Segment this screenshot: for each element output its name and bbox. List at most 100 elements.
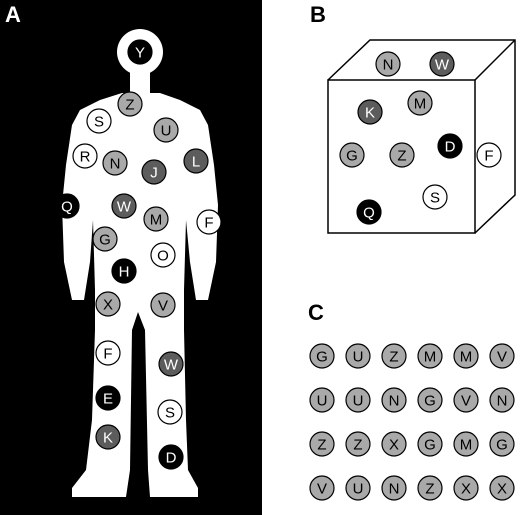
letter-circle <box>117 91 143 117</box>
grid-letter-z: Z <box>417 475 443 501</box>
letter-text: V <box>497 349 507 366</box>
body-letter-v: V <box>150 292 176 318</box>
grid-letter-g: G <box>309 343 335 369</box>
letter-circle <box>72 143 98 169</box>
letter-circle <box>417 475 443 501</box>
letter-text: V <box>317 481 327 498</box>
body-letter-y: Y <box>127 39 153 65</box>
letter-circle <box>489 343 515 369</box>
letter-circle <box>453 475 479 501</box>
letter-circle <box>345 343 371 369</box>
letter-text: N <box>497 393 508 410</box>
grid-letter-g: G <box>417 431 443 457</box>
letter-circle <box>437 133 463 159</box>
grid-letter-n: N <box>489 387 515 413</box>
letter-text: X <box>461 481 471 498</box>
letter-circle <box>111 258 137 284</box>
letter-circle <box>95 340 121 366</box>
body-letter-l: L <box>183 148 209 174</box>
cube-letter-g: G <box>339 142 365 168</box>
grid-letter-u: U <box>345 387 371 413</box>
letter-text: Z <box>353 437 362 454</box>
letter-text: Z <box>389 349 398 366</box>
letter-text: M <box>150 212 163 229</box>
cube-outline <box>327 39 516 234</box>
letter-text: G <box>316 349 328 366</box>
letter-circle <box>453 431 479 457</box>
letter-circle <box>309 343 335 369</box>
letter-circle <box>86 108 112 134</box>
letter-text: G <box>424 393 436 410</box>
body-letter-m: M <box>143 206 169 232</box>
letter-text: R <box>80 149 91 166</box>
body-letter-n: N <box>102 150 128 176</box>
body-letter-s: S <box>86 108 112 134</box>
body-letter-s: S <box>157 399 183 425</box>
letter-circle <box>54 193 80 219</box>
cube-letter-d: D <box>437 133 463 159</box>
letter-circle <box>153 117 179 143</box>
letter-circle <box>196 209 222 235</box>
letter-circle <box>158 351 184 377</box>
grid-letter-x: X <box>489 475 515 501</box>
panel-label-c: C <box>308 300 324 325</box>
letter-text: L <box>192 154 200 171</box>
letter-circle <box>417 387 443 413</box>
body-letter-h: H <box>111 258 137 284</box>
grid-letter-z: Z <box>381 343 407 369</box>
letter-circle <box>356 199 382 225</box>
letter-circle <box>381 343 407 369</box>
letter-text: N <box>383 57 394 74</box>
body-letter-x: X <box>95 291 121 317</box>
cube-letter-s: S <box>422 184 448 210</box>
letter-text: Z <box>425 481 434 498</box>
body-letter-f: F <box>196 209 222 235</box>
letter-text: S <box>430 190 440 207</box>
panel-label-a: A <box>5 2 21 27</box>
letter-circle <box>381 431 407 457</box>
body-letter-w: W <box>158 351 184 377</box>
letter-text: D <box>166 450 177 467</box>
letter-text: Q <box>363 205 375 222</box>
grid-letter-g: G <box>489 431 515 457</box>
letter-circle <box>92 226 118 252</box>
letter-circle <box>127 39 153 65</box>
grid-letter-x: X <box>381 431 407 457</box>
letter-text: V <box>158 298 168 315</box>
grid-letter-u: U <box>345 343 371 369</box>
letter-text: U <box>161 123 172 140</box>
grid-letter-x: X <box>453 475 479 501</box>
letter-text: S <box>94 114 104 131</box>
letter-circle <box>381 475 407 501</box>
letter-text: U <box>353 349 364 366</box>
letter-circle <box>381 387 407 413</box>
letter-text: Z <box>125 97 134 114</box>
letter-circle <box>158 444 184 470</box>
letter-text: O <box>157 248 169 265</box>
letter-text: N <box>389 393 400 410</box>
letter-text: M <box>460 437 473 454</box>
body-letter-d: D <box>158 444 184 470</box>
letter-text: E <box>103 391 113 408</box>
letter-circle <box>489 475 515 501</box>
letter-circle <box>453 343 479 369</box>
letter-text: F <box>484 148 493 165</box>
cube-letter-m: M <box>407 90 433 116</box>
body-letter-u: U <box>153 117 179 143</box>
letter-circle <box>157 399 183 425</box>
letter-circle <box>143 206 169 232</box>
cube-letter-z: Z <box>389 142 415 168</box>
letter-text: U <box>353 481 364 498</box>
letter-text: H <box>119 264 130 281</box>
grid-letter-v: V <box>453 387 479 413</box>
letter-circle <box>111 193 137 219</box>
letter-circle <box>453 387 479 413</box>
grid-letter-z: Z <box>309 431 335 457</box>
letter-circle <box>150 242 176 268</box>
body-letter-g: G <box>92 226 118 252</box>
cube-letter-w: W <box>429 51 455 77</box>
grid-letter-n: N <box>381 387 407 413</box>
letter-text: W <box>164 357 179 374</box>
letter-text: X <box>497 481 507 498</box>
